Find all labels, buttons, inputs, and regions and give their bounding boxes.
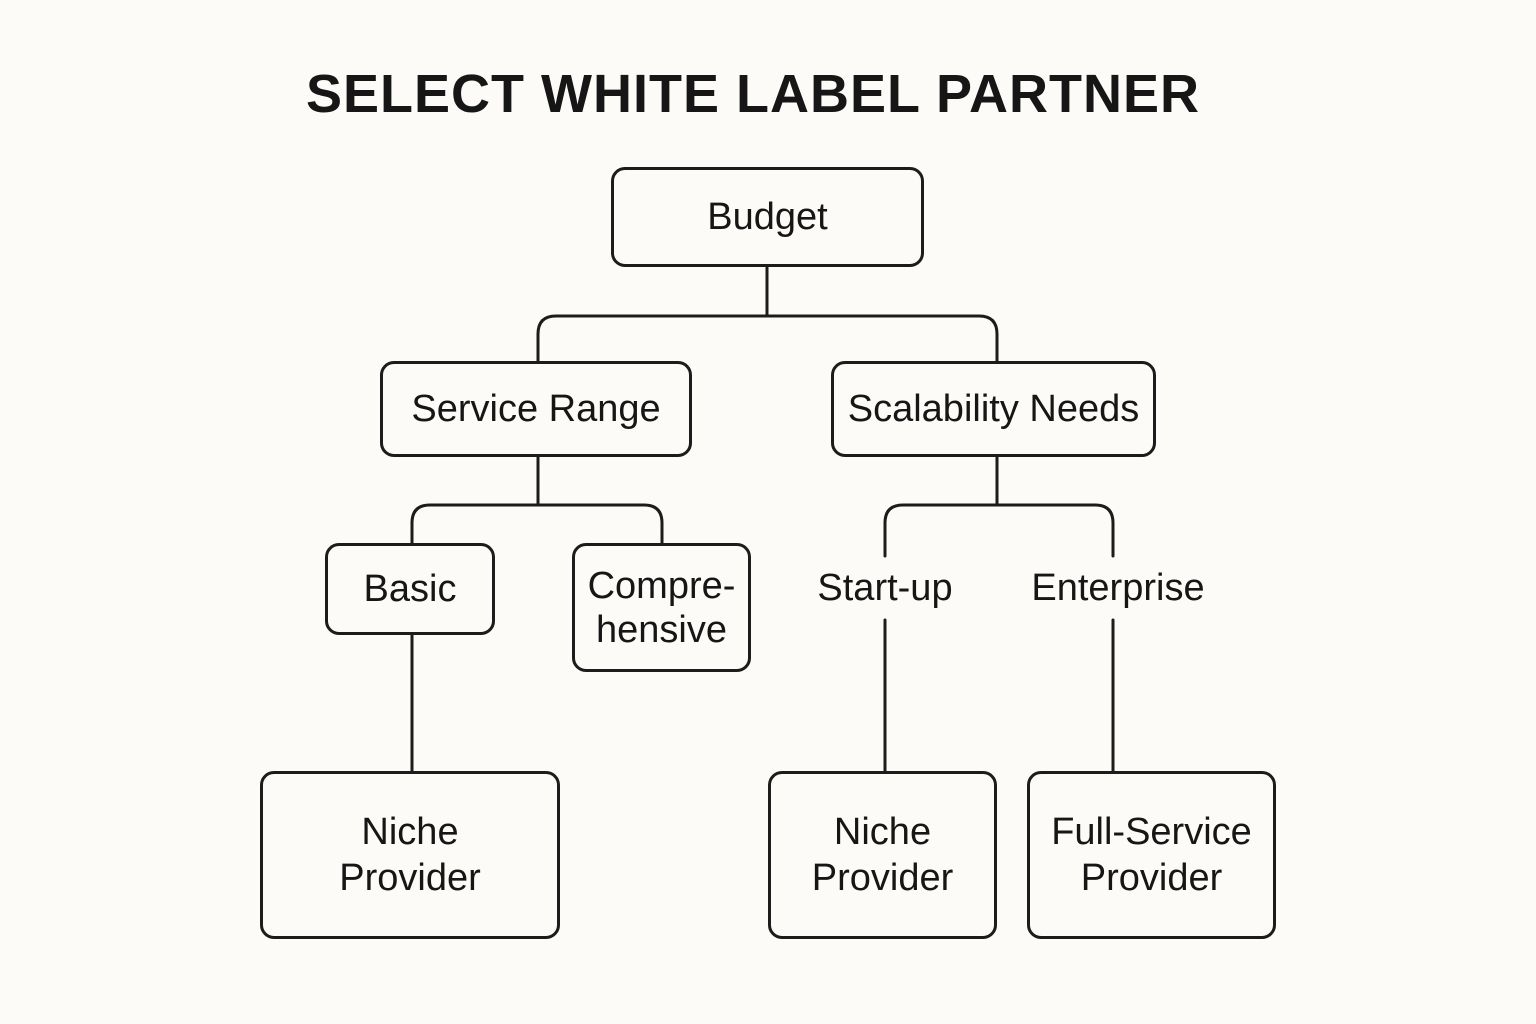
niche-provider-left-label-line2: Provider bbox=[339, 857, 481, 899]
connector-service-range-to-basic bbox=[410, 503, 540, 546]
startup-label: Start-up bbox=[800, 566, 970, 610]
service-range-node: Service Range bbox=[380, 361, 692, 457]
niche-provider-right-label-line1: Niche bbox=[833, 811, 932, 853]
full-service-provider-label-line2: Provider bbox=[1080, 857, 1223, 899]
diagram-title: SELECT WHITE LABEL PARTNER bbox=[305, 64, 1200, 124]
basic-label: Basic bbox=[363, 568, 457, 610]
connector-scalability-to-startup bbox=[883, 503, 999, 558]
niche-provider-right-label-line2: Provider bbox=[811, 857, 954, 899]
full-service-provider-node: Full-Service Provider bbox=[1027, 771, 1276, 939]
budget-node: Budget bbox=[611, 167, 924, 267]
connector-budget-to-scalability bbox=[765, 314, 999, 364]
connector-scalability-to-enterprise bbox=[995, 503, 1115, 558]
budget-label: Budget bbox=[707, 196, 828, 238]
niche-provider-right-node: Niche Provider bbox=[768, 771, 997, 939]
niche-provider-left-node: Niche Provider bbox=[260, 771, 560, 939]
connector-budget-to-service-range bbox=[536, 314, 769, 364]
enterprise-label: Enterprise bbox=[1020, 566, 1216, 610]
scalability-needs-node: Scalability Needs bbox=[831, 361, 1156, 457]
connector-service-range-to-comprehensive bbox=[536, 503, 664, 546]
service-range-label: Service Range bbox=[411, 388, 661, 430]
comprehensive-label-line2: hensive bbox=[596, 608, 727, 651]
comprehensive-label-line1: Compre- bbox=[587, 564, 736, 607]
scalability-needs-label: Scalability Needs bbox=[847, 388, 1140, 430]
basic-node: Basic bbox=[325, 543, 495, 635]
niche-provider-left-label-line1: Niche bbox=[361, 811, 459, 853]
comprehensive-node: Compre- hensive bbox=[572, 543, 751, 672]
full-service-provider-label-line1: Full-Service bbox=[1051, 811, 1252, 853]
